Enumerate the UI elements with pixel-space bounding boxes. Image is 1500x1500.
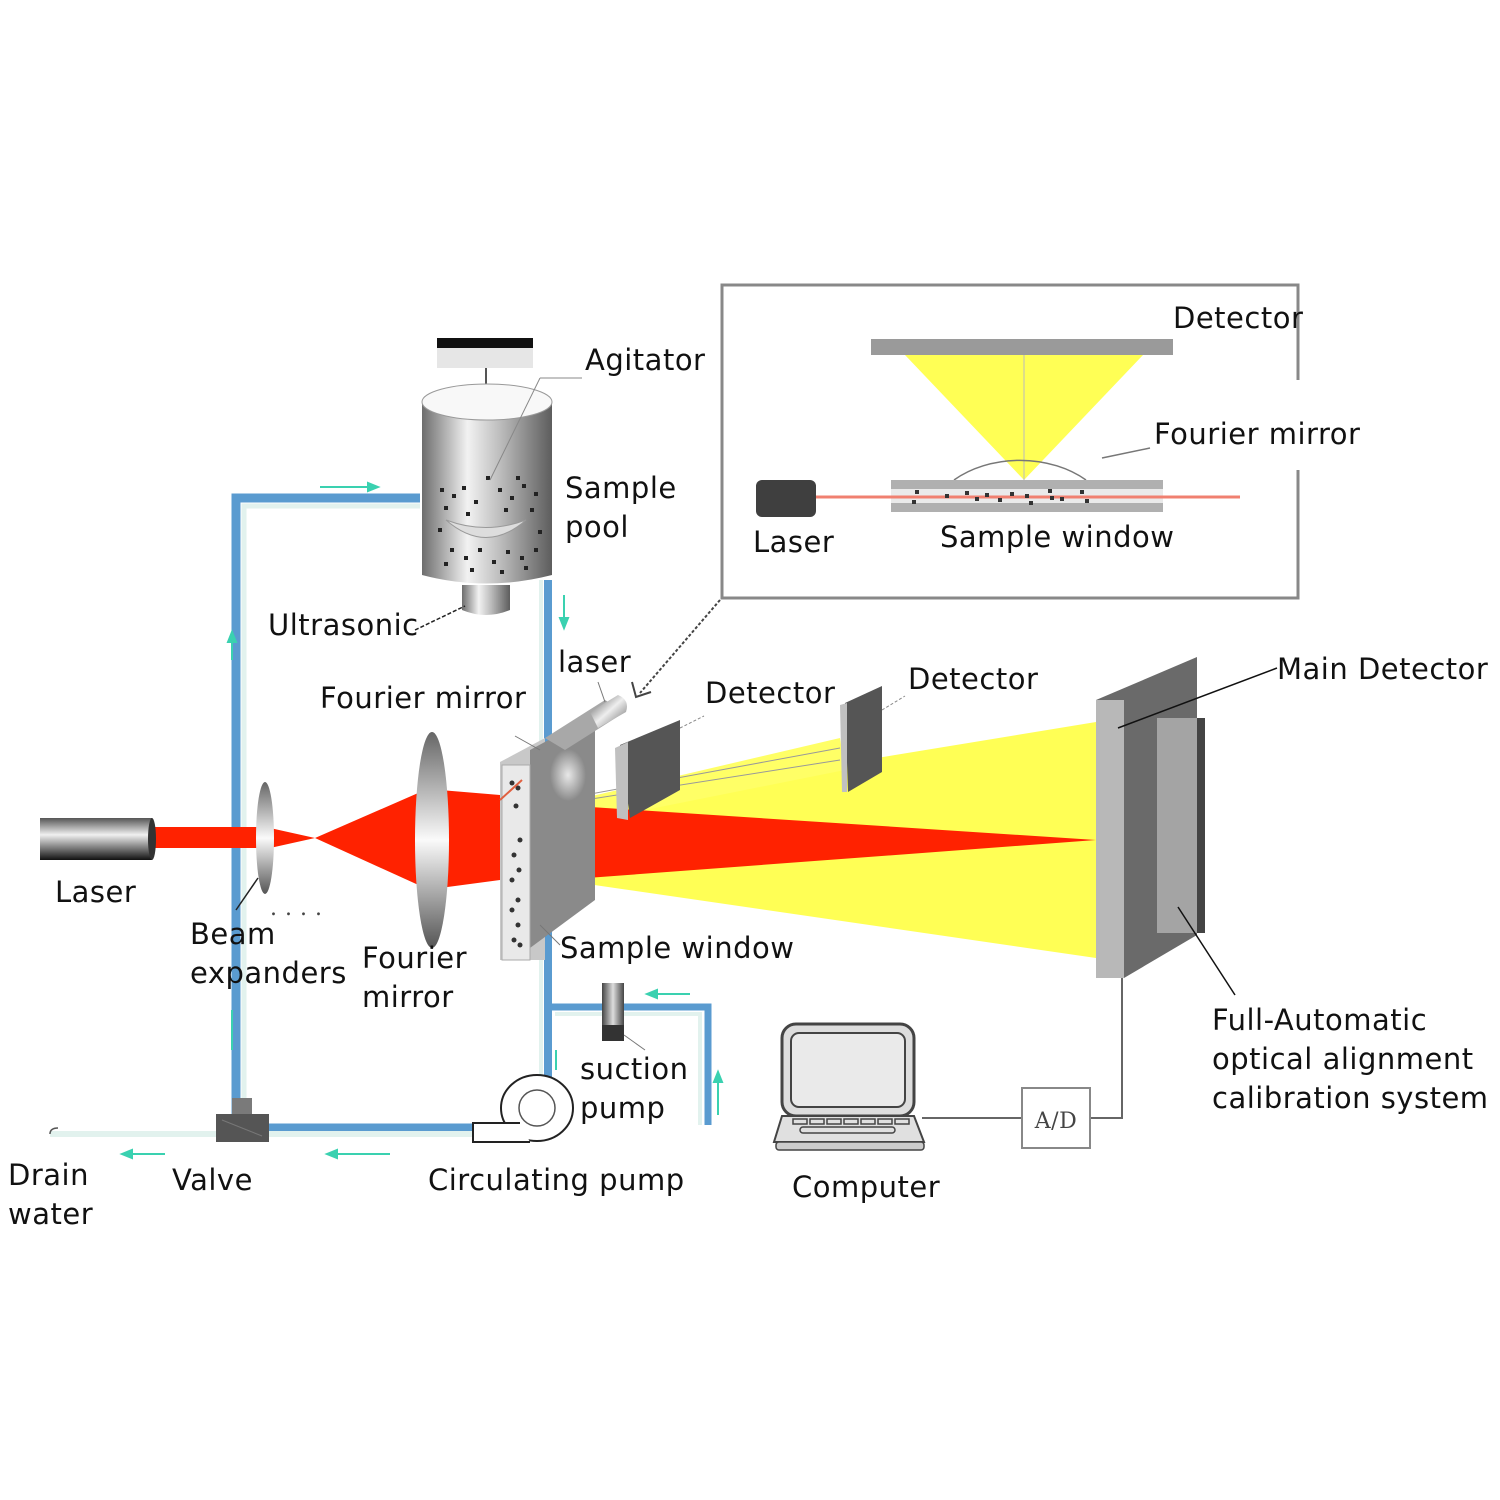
svg-text:. . . .: . . . . [270,896,322,921]
label-sample-pool-2: pool [565,510,629,544]
calibration-leader [1177,906,1236,996]
detector-1 [615,715,705,820]
label-valve: Valve [172,1163,253,1197]
sample-window-particles [509,780,523,948]
label-laser-main: Laser [55,875,136,909]
inset-window-bottom [891,503,1163,512]
label-sample-pool-1: Sample [565,471,677,505]
label-calibration-1: Full-Automatic [1212,1003,1427,1037]
inset-sample-window-label: Sample window [940,520,1174,554]
detector-2-leader [881,695,906,711]
ad-converter-label: A/D [1034,1109,1077,1134]
label-circulating-pump: Circulating pump [428,1163,685,1197]
sample-window-glass [501,764,531,961]
label-sample-window: Sample window [560,931,794,965]
pool-particles [438,476,542,574]
inset-laser-label: Laser [753,525,834,559]
main-detector-leader [1117,667,1278,729]
circulating-pump [472,1074,574,1143]
pool-rim [421,383,553,421]
inset-fourier-arc [953,459,1087,481]
inset-fourier-mirror-label: Fourier mirror [1154,417,1360,451]
label-agitator: Agitator [585,343,705,377]
label-laser-side: laser [558,645,631,679]
ad-converter-box [1021,1087,1091,1149]
inset-window-top [891,480,1163,489]
label-suction-pump-2: pump [580,1091,665,1125]
label-beam-expanders-2: expanders [190,956,347,990]
inset-particles [912,489,1089,505]
label-drain-water-1: Drain [8,1158,89,1192]
label-beam-expanders-1: Beam [190,917,276,951]
main-detector [1096,657,1278,996]
sample-window-cell [499,681,627,961]
laser-beam-narrow [155,827,260,848]
label-fourier-mirror-bottom-1: Fourier [362,941,467,975]
label-detector-2: Detector [908,662,1038,696]
pipe-outer-left [231,493,475,1133]
label-fourier-mirror-top: Fourier mirror [320,681,526,715]
label-computer: Computer [792,1170,940,1204]
sample-pool [414,338,582,631]
inset-detector-bar [871,339,1173,355]
main-detector-face [1096,700,1124,978]
label-suction-pump-1: suction [580,1052,688,1086]
side-laser [590,695,627,728]
label-fourier-mirror-bottom-2: mirror [362,980,454,1014]
inset-detector-label: Detector [1173,301,1303,335]
detector-1-leader [679,715,705,729]
detector-2 [840,686,906,792]
computer-icon [772,1022,926,1151]
computer-keyboard [772,1115,926,1143]
main-laser [40,818,156,860]
ultrasonic-leader [414,605,466,631]
label-calibration-2: optical alignment [1212,1042,1474,1076]
side-fourier-lens [550,749,586,801]
agitator-blade [445,519,527,538]
inset-laser-body [756,480,816,517]
valve [216,1098,269,1142]
laser-side-leader [597,681,606,703]
inset-panel: Detector Fourier mirror Laser Sample win… [720,283,1360,600]
beam-expander-leader [235,877,259,911]
inset-frame [720,283,1300,600]
drain-outlet [49,1127,59,1135]
inset-fourier-leader [1101,447,1151,459]
label-main-detector: Main Detector [1277,652,1488,686]
label-ultrasonic: Ultrasonic [268,608,419,642]
pipe-inner-left [241,503,420,1122]
label-detector-1: Detector [705,676,835,710]
calibration-unit [1157,718,1197,933]
label-drain-water-2: water [8,1197,93,1231]
fourier-mirror-top-leader [514,735,541,751]
agitator-leader [489,377,541,481]
ultrasonic-unit [462,585,510,615]
fourier-lens [415,732,449,948]
inset-pointer-arrow [631,599,721,699]
pool-body [422,402,552,584]
laser-beam-expanded [315,790,425,888]
suction-pump [602,983,646,1051]
signal-wiring: A/D [922,978,1123,1149]
label-calibration-3: calibration system [1212,1081,1489,1115]
labels: Agitator Sample pool Ultrasonic laser Fo… [8,343,1489,1231]
beam-expander-lens [256,782,274,894]
sample-window-leader [539,924,561,946]
laser-beam-converging [560,805,1096,880]
flow-arrows [119,481,724,1160]
laser-body [40,818,152,860]
